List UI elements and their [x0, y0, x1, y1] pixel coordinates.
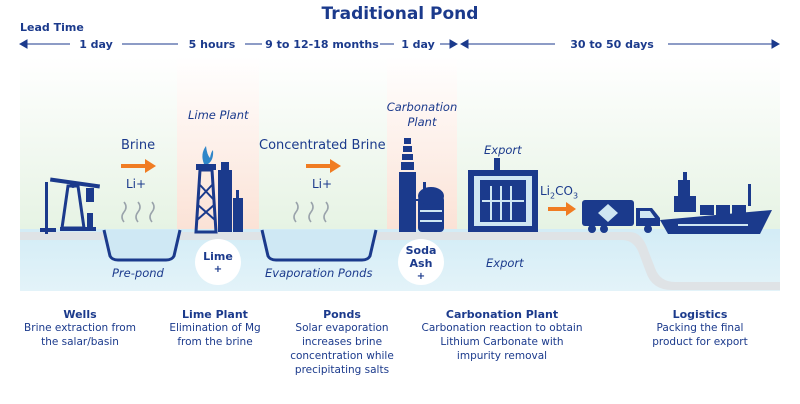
caption-wells-desc: Brine extraction from the salar/basin: [24, 322, 136, 348]
soda-ash-bubble-text: Soda Ash +: [401, 244, 441, 283]
carbonation-plant-label: Carbonation Plant: [386, 100, 458, 129]
ground-line: [20, 232, 780, 290]
caption-lime-plant: Lime Plant Elimination of Mg from the br…: [160, 308, 270, 349]
caption-ponds-title: Ponds: [323, 308, 361, 321]
bg-band-ponds: [259, 57, 387, 229]
lime-plant-label: Lime Plant: [188, 108, 249, 122]
timeline-label-carbonation: 1 day: [401, 38, 435, 51]
page-title: Traditional Pond: [321, 4, 479, 24]
timeline-label-ponds: 9 to 12-18 months: [265, 38, 379, 51]
ship-icon: [660, 172, 772, 234]
li2co3-li: Li: [540, 184, 551, 198]
caption-carbonation-desc: Carbonation reaction to obtain Lithium C…: [421, 322, 583, 362]
pre-pond-icon: [102, 229, 182, 262]
li2co3-sub-3: 3: [572, 191, 579, 201]
export-building-icon: [468, 158, 538, 232]
orange-arrow-icons: [121, 159, 576, 216]
lime-bubble-label: Lime: [203, 250, 233, 263]
lime-bubble-text: Lime +: [198, 250, 238, 276]
timeline-label-lime: 5 hours: [188, 38, 236, 51]
caption-carbonation-title: Carbonation Plant: [445, 308, 559, 321]
caption-logistics: Logistics Packing the final product for …: [640, 308, 760, 349]
lime-plant-icon: [194, 146, 243, 234]
li2co3-label: Li2CO3: [540, 184, 578, 200]
pre-pond-label: Pre-pond: [112, 266, 164, 280]
lime-bubble-plus: +: [213, 264, 223, 275]
export-bottom-label: Export: [486, 256, 524, 270]
li-plus-label-1: Li+: [126, 177, 147, 191]
caption-lime-plant-title: Lime Plant: [182, 308, 248, 321]
timeline-label-logistics: 30 to 50 days: [570, 38, 654, 51]
soda-ash-bubble-plus: +: [416, 271, 426, 282]
evaporation-ponds-label: Evaporation Ponds: [265, 266, 373, 280]
timeline-arrows: [18, 39, 781, 49]
export-top-label: Export: [484, 143, 522, 157]
concentrated-brine-label: Concentrated Brine: [259, 138, 386, 153]
li2co3-sub-2: 2: [550, 191, 556, 201]
pump-jack-icon: [40, 177, 101, 234]
caption-ponds: Ponds Solar evaporation increases brine …: [282, 308, 402, 377]
brine-label: Brine: [121, 138, 156, 153]
caption-wells: Wells Brine extraction from the salar/ba…: [20, 308, 140, 349]
caption-logistics-title: Logistics: [672, 308, 728, 321]
caption-carbonation: Carbonation Plant Carbonation reaction t…: [420, 308, 584, 363]
carbonation-plant-icon: [399, 138, 444, 232]
truck-icon: [582, 200, 660, 233]
caption-wells-title: Wells: [63, 308, 97, 321]
soda-ash-bubble: [398, 239, 444, 285]
li2co3-co: CO: [555, 184, 573, 198]
soda-ash-bubble-label: Soda Ash: [405, 244, 437, 270]
lead-time-label: Lead Time: [20, 21, 84, 34]
evaporation-pond-icon: [260, 229, 378, 262]
caption-logistics-desc: Packing the final product for export: [652, 322, 748, 348]
li-plus-label-2: Li+: [312, 177, 333, 191]
steam-icon: [121, 201, 329, 223]
caption-ponds-desc: Solar evaporation increases brine concen…: [290, 322, 394, 376]
lime-bubble: [195, 239, 241, 285]
timeline-label-wells: 1 day: [79, 38, 113, 51]
caption-lime-plant-desc: Elimination of Mg from the brine: [169, 322, 261, 348]
